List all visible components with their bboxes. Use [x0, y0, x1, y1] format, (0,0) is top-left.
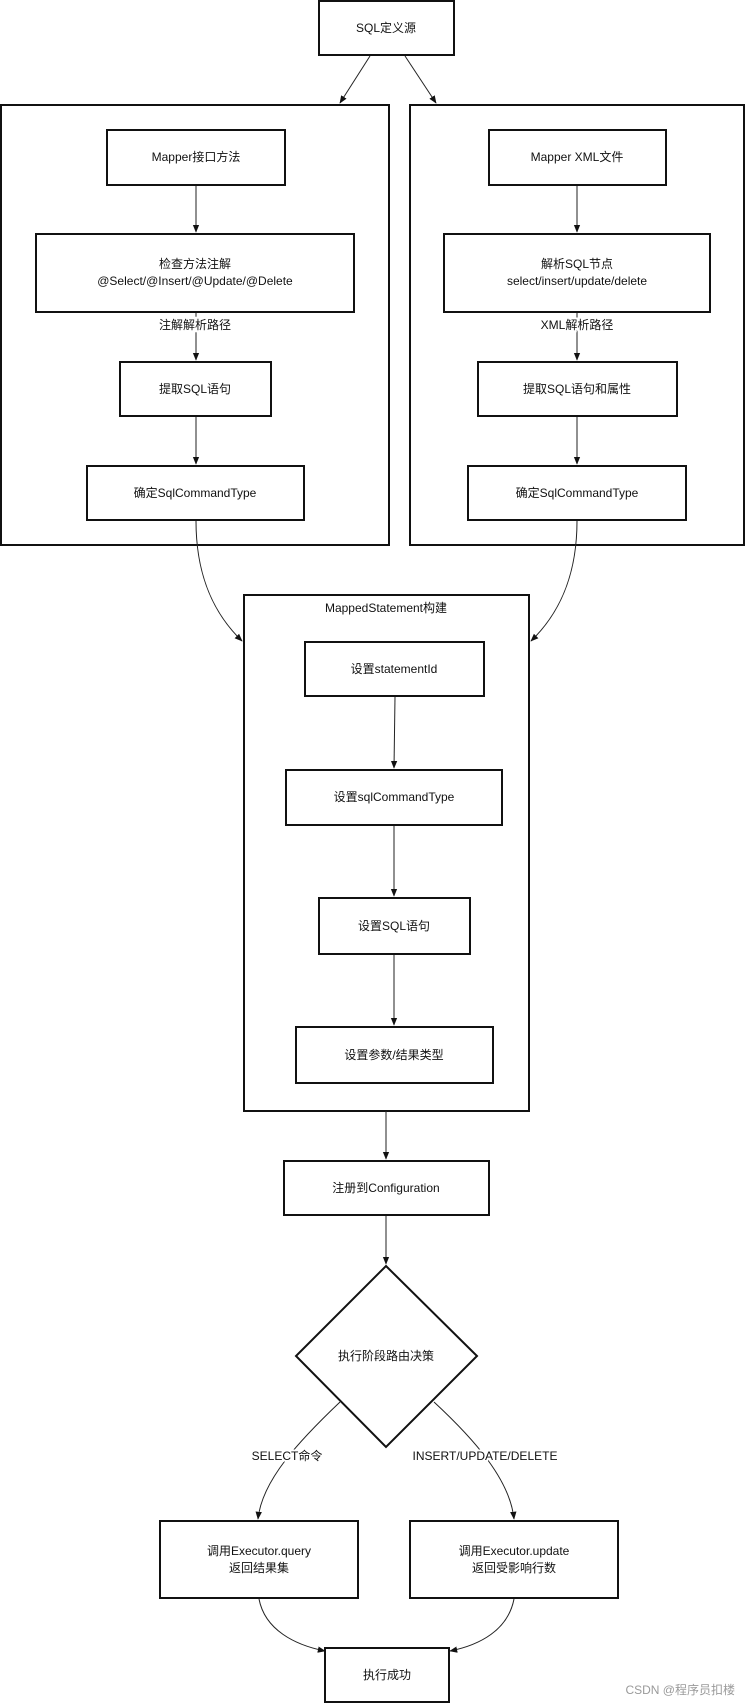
extract-sql-left-text: 提取SQL语句: [159, 381, 231, 396]
edge-id-to-commandtype: [390, 696, 398, 769]
executor-query-text-2: 返回结果集: [229, 1560, 289, 1575]
select-command-label: SELECT命令: [252, 1448, 323, 1463]
register-configuration-node: [283, 1160, 490, 1216]
sql-source-node: [318, 0, 455, 56]
mapper-method-node: [106, 129, 286, 186]
set-sql-text: 设置SQL语句: [358, 919, 430, 933]
register-configuration-text: 注册到Configuration: [332, 1180, 439, 1195]
parse-sql-node-text-1: 解析SQL节点: [541, 257, 613, 271]
mapper-xml-node: [488, 129, 667, 186]
modify-command-label: INSERT/UPDATE/DELETE: [413, 1449, 558, 1463]
determine-type-left-text: 确定SqlCommandType: [134, 485, 257, 500]
watermark: CSDN @程序员扣楼: [625, 1682, 735, 1697]
set-param-result-text: 设置参数/结果类型: [344, 1047, 443, 1062]
check-annotation-text-2: @Select/@Insert/@Update/@Delete: [97, 274, 293, 288]
check-annotation-text-1: 检查方法注解: [159, 256, 231, 271]
determine-type-right-text: 确定SqlCommandType: [516, 485, 639, 500]
set-command-type-node: [285, 769, 503, 826]
route-decision-text: 执行阶段路由决策: [338, 1348, 434, 1363]
edge-decision-to-query: [255, 1401, 341, 1520]
extract-sql-attrs-node: [477, 361, 678, 417]
parse-sql-node-text-2: select/insert/update/delete: [507, 274, 647, 288]
check-annotation-node: [35, 233, 355, 313]
edge-decision-to-update: [433, 1401, 517, 1520]
success-text: 执行成功: [363, 1668, 411, 1682]
determine-type-left-node: [86, 465, 305, 521]
executor-query-node: [159, 1520, 359, 1599]
edge-type-left-to-mapped: [195, 520, 243, 642]
executor-update-text-1: 调用Executor.update: [459, 1544, 570, 1558]
determine-type-right-node: [467, 465, 687, 521]
route-decision-node: [294, 1264, 479, 1449]
set-command-type-text: 设置sqlCommandType: [334, 790, 455, 804]
set-statement-id-node: [304, 641, 485, 697]
mapped-statement-title: MappedStatement构建: [325, 600, 447, 615]
xml-path-label: XML解析路径: [541, 317, 614, 332]
success-node: [324, 1647, 450, 1703]
set-statement-id-text: 设置statementId: [351, 662, 438, 676]
edge-source-to-xml: [404, 55, 437, 104]
executor-update-text-2: 返回受影响行数: [472, 1560, 556, 1575]
edge-type-right-to-mapped: [530, 520, 578, 642]
edge-source-to-mapper: [339, 55, 371, 104]
extract-sql-attrs-text: 提取SQL语句和属性: [523, 381, 631, 396]
executor-query-text-1: 调用Executor.query: [207, 1544, 311, 1558]
edge-query-to-success: [258, 1598, 326, 1653]
mapper-method-text: Mapper接口方法: [152, 149, 241, 164]
mapper-xml-text: Mapper XML文件: [531, 149, 624, 164]
extract-sql-left-node: [119, 361, 272, 417]
annotation-path-label: 注解解析路径: [159, 317, 231, 332]
sql-source-text: SQL定义源: [356, 20, 416, 35]
edge-update-to-success: [449, 1598, 515, 1653]
set-param-result-node: [295, 1026, 494, 1084]
set-sql-node: [318, 897, 471, 955]
parse-sql-node-node: [443, 233, 711, 313]
executor-update-node: [409, 1520, 619, 1599]
